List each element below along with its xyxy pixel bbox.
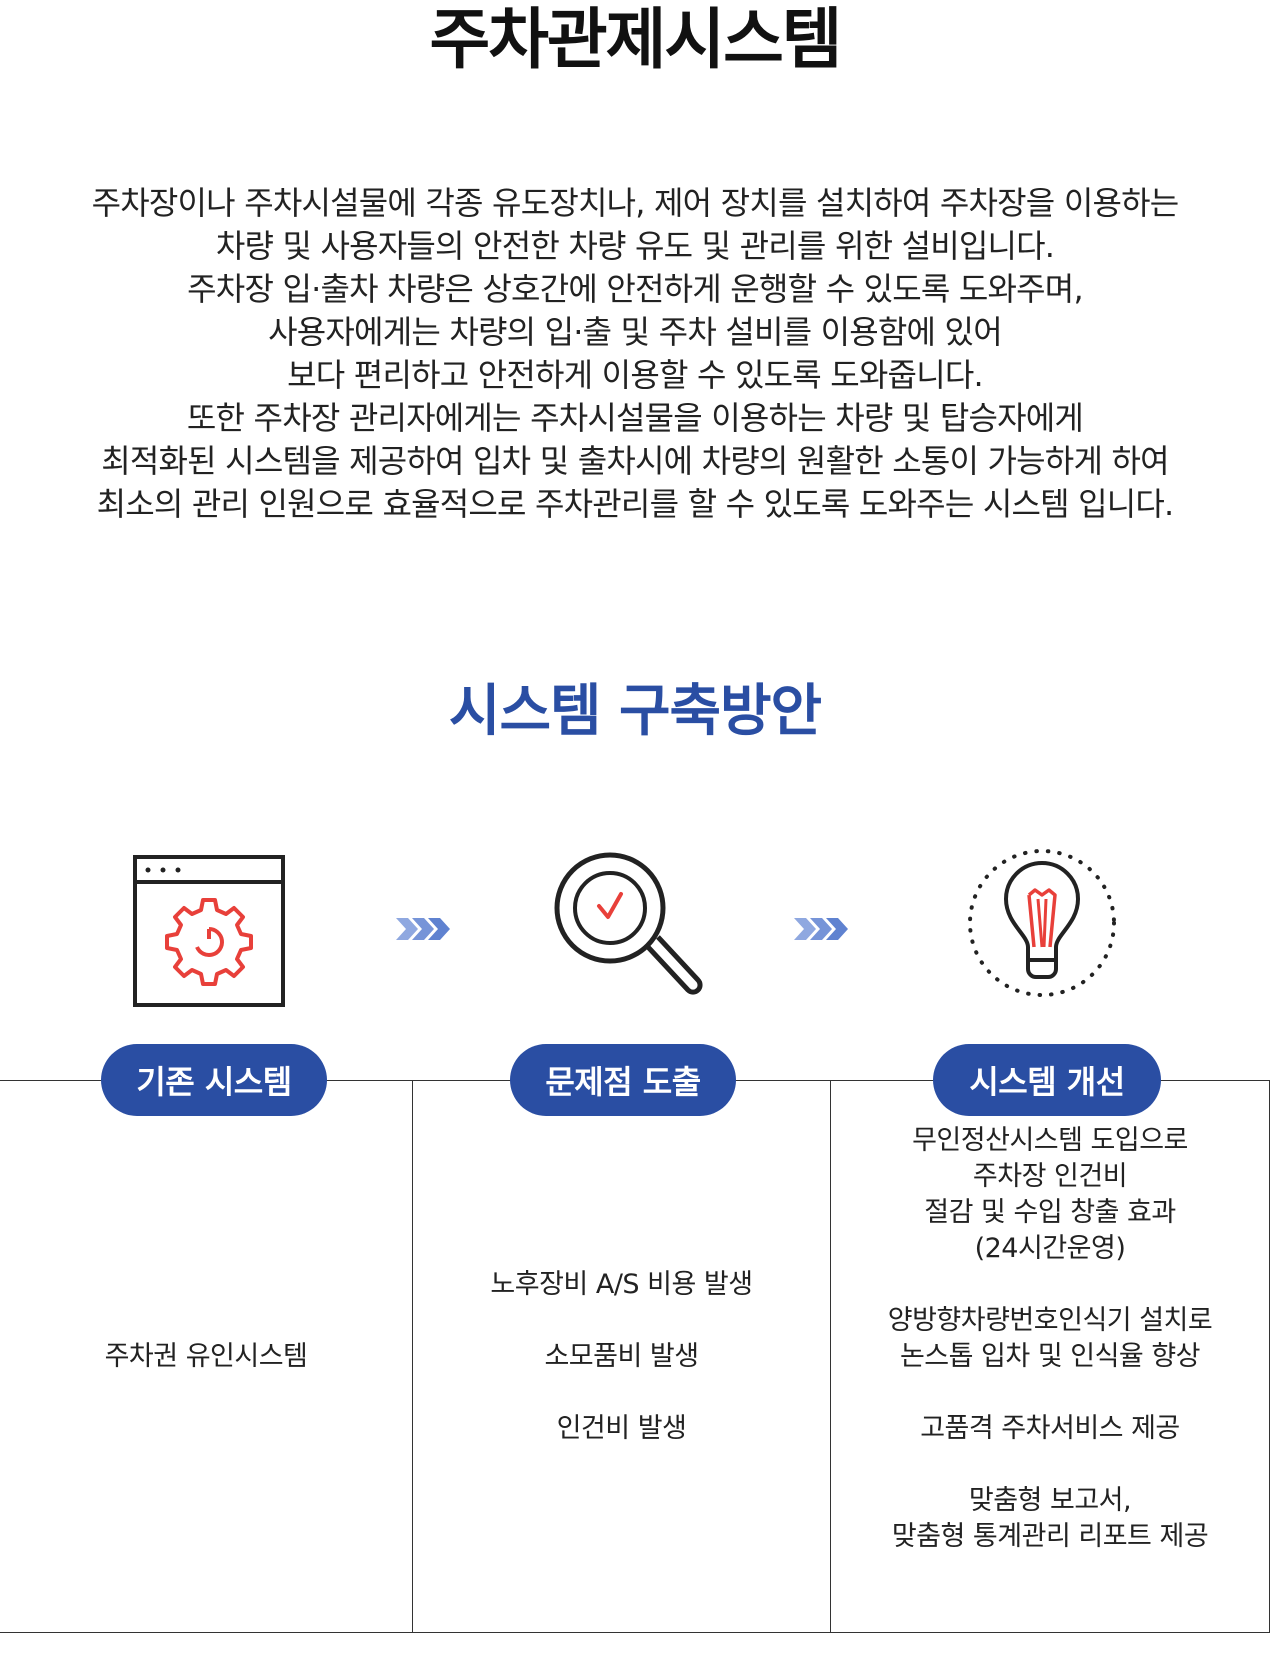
step-label-improvement: 시스템 개선	[933, 1044, 1161, 1116]
column-line: 노후장비 A/S 비용 발생	[490, 1268, 753, 1300]
column-line: 맞춤형 통계관리 리포트 제공	[891, 1520, 1209, 1552]
column-line: 고품격 주차서비스 제공	[920, 1412, 1180, 1444]
column-line: 주차장 인건비	[972, 1160, 1128, 1192]
column-problems: 노후장비 A/S 비용 발생 소모품비 발생 인건비 발생	[412, 1081, 830, 1632]
column-existing-system: 주차권 유인시스템	[0, 1081, 412, 1632]
step-label-existing-system: 기존 시스템	[101, 1044, 327, 1116]
section-title: 시스템 구축방안	[448, 679, 822, 744]
column-line: 논스톱 입차 및 인식율 향상	[899, 1340, 1201, 1372]
comparison-table: 주차권 유인시스템 노후장비 A/S 비용 발생 소모품비 발생 인건비 발생 …	[0, 1080, 1270, 1633]
intro-paragraph: 주차장이나 주차시설물에 각종 유도장치나, 제어 장치를 설치하여 주차장을 …	[20, 182, 1250, 526]
intro-line: 또한 주차장 관리자에게는 주차시설물을 이용하는 차량 및 탑승자에게	[186, 399, 1084, 437]
column-line: 인건비 발생	[556, 1412, 687, 1444]
column-body: 노후장비 A/S 비용 발생 소모품비 발생 인건비 발생	[490, 1267, 753, 1447]
column-line: 소모품비 발생	[544, 1340, 699, 1372]
intro-line: 사용자에게는 차량의 입·출 및 주차 설비를 이용함에 있어	[268, 313, 1003, 351]
intro-line: 주차장 입·출차 차량은 상호간에 안전하게 운행할 수 있도록 도와주며,	[187, 270, 1083, 308]
page-title: 주차관제시스템	[429, 1, 842, 78]
column-line: 양방향차량번호인식기 설치로	[887, 1304, 1213, 1336]
intro-line: 차량 및 사용자들의 안전한 차량 유도 및 관리를 위한 설비입니다.	[215, 227, 1055, 265]
intro-line: 보다 편리하고 안전하게 이용할 수 있도록 도와줍니다.	[287, 356, 983, 394]
chevron-arrows-icon	[396, 918, 450, 940]
step-label-problems: 문제점 도출	[510, 1044, 736, 1116]
chevron-arrows-icon	[794, 918, 848, 940]
browser-gear-icon	[133, 855, 285, 1007]
column-body: 주차권 유인시스템	[105, 1339, 308, 1375]
column-line: 주차권 유인시스템	[104, 1340, 308, 1372]
intro-line: 주차장이나 주차시설물에 각종 유도장치나, 제어 장치를 설치하여 주차장을 …	[91, 184, 1180, 222]
intro-line: 최소의 관리 인원으로 효율적으로 주차관리를 할 수 있도록 도와주는 시스템…	[96, 485, 1175, 523]
intro-line: 최적화된 시스템을 제공하여 입차 및 출차시에 차량의 원활한 소통이 가능하…	[101, 442, 1169, 480]
column-line: 무인정산시스템 도입으로	[912, 1124, 1188, 1156]
column-line: 맞춤형 보고서,	[968, 1484, 1132, 1516]
lightbulb-icon	[968, 849, 1116, 997]
column-body: 무인정산시스템 도입으로 주차장 인건비 절감 및 수입 창출 효과 (24시간…	[888, 1123, 1213, 1555]
column-line: (24시간운영)	[974, 1232, 1126, 1264]
column-improvement: 무인정산시스템 도입으로 주차장 인건비 절감 및 수입 창출 효과 (24시간…	[830, 1081, 1270, 1632]
column-line: 절감 및 수입 창출 효과	[924, 1196, 1176, 1228]
magnifier-check-icon	[554, 852, 703, 995]
